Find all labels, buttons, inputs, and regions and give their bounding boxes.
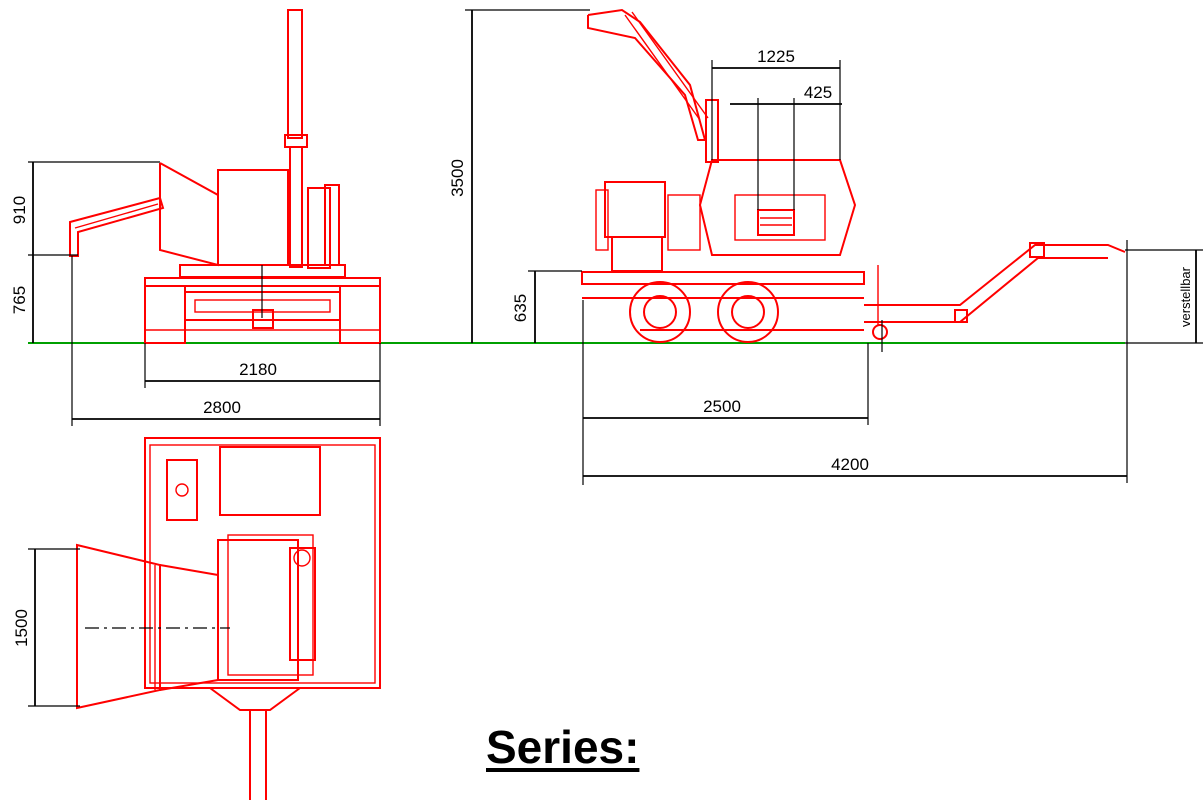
dim-2180-label: 2180 [239,360,277,379]
front-view [69,9,381,344]
dim-2800-label: 2800 [203,398,241,417]
dim-910-label: 910 [10,196,29,224]
dim-765-label: 765 [10,286,29,314]
side-view [581,8,1126,352]
dim-635-label: 635 [511,294,530,322]
hitch-adjustable-label: verstellbar [1178,266,1193,327]
dim-2500-label: 2500 [703,397,741,416]
side-view-dimensions [465,9,1203,485]
dim-1225-label: 1225 [757,47,795,66]
top-view-dimensions [28,548,80,707]
dim-1500-label: 1500 [12,609,31,647]
front-view-dimensions [28,161,381,426]
series-title: Series: [486,721,640,773]
dim-3500-label: 3500 [448,159,467,197]
dim-425-label: 425 [804,83,832,102]
dim-4200-label: 4200 [831,455,869,474]
top-view [76,437,381,800]
